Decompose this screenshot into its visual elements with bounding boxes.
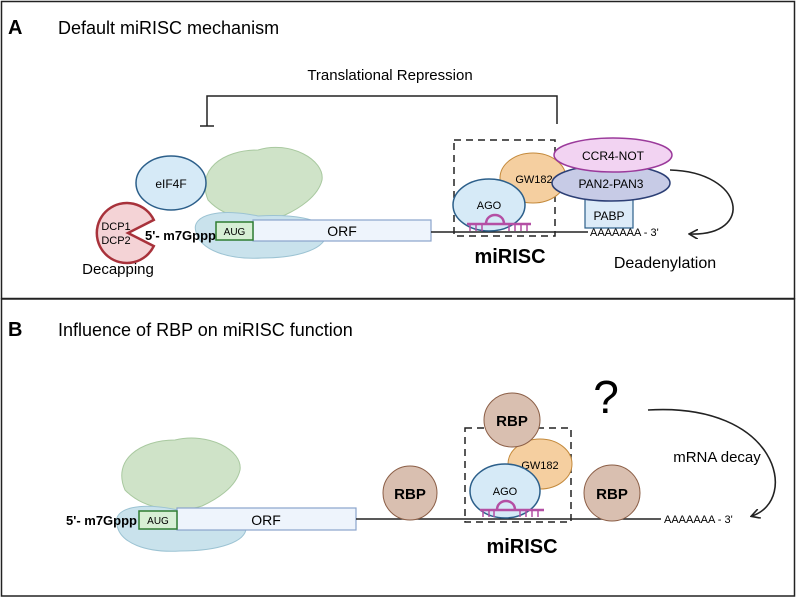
aug-label-a: AUG bbox=[224, 227, 246, 238]
gw182-label-b: GW182 bbox=[521, 460, 558, 472]
rbp-left-label: RBP bbox=[394, 486, 426, 503]
panel-a-title: Default miRISC mechanism bbox=[58, 18, 279, 38]
ago-label-b: AGO bbox=[493, 486, 518, 498]
ago-protein-b bbox=[469, 463, 541, 519]
pabp-label: PABP bbox=[593, 209, 624, 223]
mirisc-label-b: miRISC bbox=[486, 536, 557, 558]
ago-protein-a bbox=[452, 178, 526, 232]
eif4f-label: eIF4F bbox=[155, 177, 186, 191]
question-mark: ? bbox=[593, 371, 619, 423]
orf-label-b: ORF bbox=[251, 512, 281, 528]
aug-box-a bbox=[215, 221, 254, 241]
ccr4-not-complex bbox=[553, 137, 673, 173]
ccr4-not-label: CCR4-NOT bbox=[582, 149, 645, 163]
panel-b-title: Influence of RBP on miRISC function bbox=[58, 320, 353, 340]
repression-label: Translational Repression bbox=[307, 67, 472, 84]
ago-label-a: AGO bbox=[477, 200, 502, 212]
eif4f-protein bbox=[135, 155, 207, 211]
aug-box-b bbox=[138, 510, 178, 530]
repression-bracket bbox=[206, 95, 558, 126]
aug-label-b: AUG bbox=[147, 516, 169, 527]
decapping-label: Decapping bbox=[82, 261, 154, 278]
cap-label-a: 5'- m7Gppp bbox=[145, 228, 216, 243]
dcp-complex bbox=[95, 201, 156, 265]
orf-label-a: ORF bbox=[327, 223, 357, 239]
mirna-b bbox=[480, 499, 544, 517]
pan2-pan3-label: PAN2-PAN3 bbox=[579, 177, 644, 191]
cap-label-b: 5'- m7Gppp bbox=[66, 513, 137, 528]
dcp-label-line2: DCP2 bbox=[101, 235, 130, 247]
rbp-right bbox=[583, 464, 641, 522]
dcp-label-line1: DCP1 bbox=[101, 221, 130, 233]
deadenylation-arrow bbox=[669, 169, 734, 234]
polya-tail-a: AAAAAAA - 3' bbox=[590, 227, 659, 239]
rbp-top-label: RBP bbox=[496, 413, 528, 430]
mrna-decay-label: mRNA decay bbox=[673, 449, 761, 466]
mirna-a bbox=[467, 213, 531, 231]
panel-b-letter: B bbox=[8, 319, 22, 341]
rbp-right-label: RBP bbox=[596, 486, 628, 503]
polya-tail-b: AAAAAAA - 3' bbox=[664, 514, 733, 526]
mirisc-label-a: miRISC bbox=[474, 246, 545, 268]
rbp-left bbox=[382, 465, 438, 521]
rbp-top bbox=[483, 392, 541, 448]
mrna-decay-arrow bbox=[647, 408, 777, 516]
panel-b-frame bbox=[0, 298, 796, 597]
gw182-label-a: GW182 bbox=[515, 174, 552, 186]
panel-a-letter: A bbox=[8, 17, 22, 39]
deadenylation-label: Deadenylation bbox=[614, 255, 716, 272]
